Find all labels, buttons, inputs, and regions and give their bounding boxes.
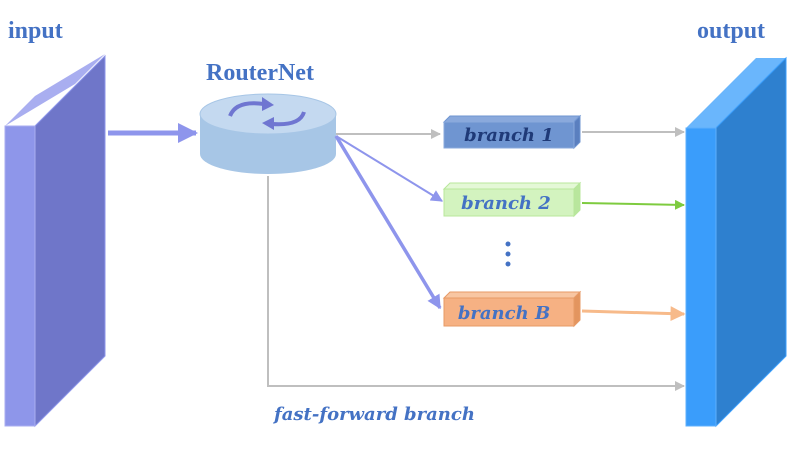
router-to-branchB-arrow	[334, 135, 442, 310]
output-layer-front	[685, 127, 717, 427]
branch-1-label: branch 1	[464, 125, 554, 146]
input-title: input	[8, 18, 63, 44]
vertical-ellipsis-icon	[505, 241, 511, 267]
refresh-arrows-icon	[228, 97, 306, 130]
router-top	[199, 93, 337, 135]
branch-b-label: branch B	[458, 303, 550, 324]
branch-b-top	[442, 291, 582, 299]
routernet-node	[199, 93, 337, 174]
branch2-to-output-arrow	[581, 199, 685, 210]
branch-b-front	[443, 297, 575, 327]
branch-1-side	[573, 114, 581, 150]
branch-b-side	[573, 290, 581, 328]
output-layer-top	[686, 58, 786, 128]
branch-2-side	[573, 181, 581, 218]
router-to-branch2-arrow	[335, 135, 444, 202]
branch-1-top	[442, 115, 582, 123]
branch-2-top	[442, 182, 582, 190]
branchB-to-output-arrow	[581, 306, 686, 322]
input-layer-side	[34, 54, 106, 428]
branch-2-label: branch 2	[461, 193, 551, 214]
branch-2-front	[443, 188, 575, 217]
input-layer	[4, 54, 106, 428]
branch-1-front	[443, 121, 575, 149]
output-title: output	[697, 18, 765, 44]
branch-1-block	[442, 114, 582, 150]
input-layer-front	[4, 125, 36, 427]
branch-b-block	[442, 290, 582, 328]
fast-forward-label: fast-forward branch	[272, 404, 475, 425]
fast-forward-arrow	[267, 176, 685, 391]
output-layer	[685, 56, 787, 428]
branch-2-block	[442, 181, 582, 218]
input-layer-top	[5, 54, 105, 126]
router-title: RouterNet	[206, 60, 314, 86]
